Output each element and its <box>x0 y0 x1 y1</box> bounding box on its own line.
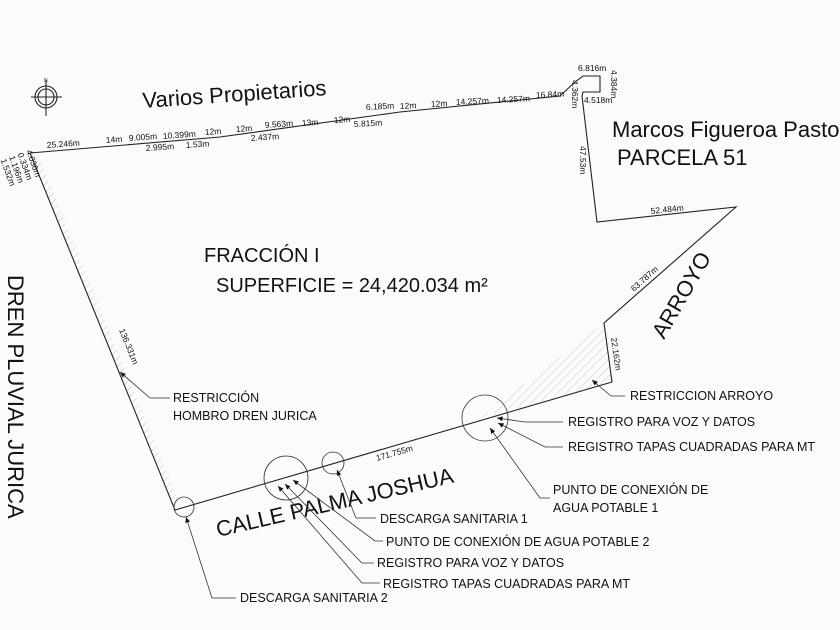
neighbor-west: DREN PLUVIAL JURICA <box>3 275 28 519</box>
callout-tapas-mt-2: REGISTRO TAPAS CUADRADAS PARA MT <box>383 577 630 591</box>
dim-label: 12m <box>431 98 448 109</box>
dim-label: 52.484m <box>650 203 684 216</box>
dim-label: 13m <box>301 117 318 128</box>
callout-agua-potable-1: PUNTO DE CONEXIÓN DE <box>553 482 708 497</box>
dim-label: 47.53m <box>578 146 588 174</box>
neighbor-east-parcel: PARCELA 51 <box>617 145 747 170</box>
dim-label: 14m <box>105 134 122 145</box>
callout-agua-potable-2: PUNTO DE CONEXIÓN DE AGUA POTABLE 2 <box>386 534 650 549</box>
dim-label: 14.257m <box>456 95 490 107</box>
north-label: N <box>44 78 48 84</box>
descarga-sanitaria-2-marker <box>173 496 195 518</box>
dim-label: 2.995m <box>145 141 174 153</box>
dim-label: 5.815m <box>354 118 383 129</box>
callout-leaders <box>119 371 625 599</box>
dim-label: 9.005m <box>128 131 157 143</box>
restriction-dren-hatch <box>30 153 180 510</box>
agua-potable-2-marker <box>263 455 309 501</box>
descarga-sanitaria-1-marker <box>321 451 345 475</box>
callout-voz-datos-1: REGISTRO PARA VOZ Y DATOS <box>568 415 755 429</box>
callout-restriccion-dren: RESTRICCIÓN <box>173 390 259 405</box>
callout-voz-datos-2: REGISTRO PARA VOZ Y DATOS <box>377 556 564 570</box>
dim-label: 2.437m <box>250 131 279 143</box>
restriction-arroyo-hatch <box>480 323 612 418</box>
callout-agua-potable-1-line2: AGUA POTABLE 1 <box>553 501 658 515</box>
dim-label: 4.384m <box>609 70 619 98</box>
top-dimensions: 25.246m 14m 9.005m 10.399m 12m 12m 9.563… <box>46 89 564 153</box>
fraction-title: FRACCIÓN I <box>204 244 320 267</box>
callout-descarga-sanitaria-2: DESCARGA SANITARIA 2 <box>240 591 388 605</box>
neighbor-south: CALLE PALMA JOSHUA <box>214 463 457 542</box>
property-boundary <box>29 75 738 511</box>
dim-label: 25.246m <box>46 138 80 150</box>
north-arrow-icon: N <box>31 78 62 116</box>
neighbor-north: Varios Propietarios <box>142 75 328 113</box>
dim-label: 6.816m <box>578 63 606 73</box>
dim-label: 16.84m <box>536 89 565 100</box>
dim-label: 6.185m <box>366 101 395 112</box>
dim-label: 4.518m <box>584 95 612 105</box>
dim-label: 9.563m <box>264 118 293 130</box>
dim-label: 1.53m <box>185 138 209 150</box>
neighbor-east-owner: Marcos Figueroa Pastor <box>612 117 840 142</box>
agua-potable-1-marker <box>461 394 509 442</box>
dim-label: 14.257m <box>497 93 531 105</box>
area-label: SUPERFICIE = 24,420.034 m² <box>216 275 488 297</box>
callout-tapas-mt-1: REGISTRO TAPAS CUADRADAS PARA MT <box>568 440 815 454</box>
callout-hombro-dren: HOMBRO DREN JURICA <box>173 409 317 423</box>
neighbor-southeast: ARROYO <box>647 247 716 342</box>
dim-label: 12m <box>235 123 252 134</box>
dim-label: 10.399m <box>162 129 196 141</box>
callout-descarga-sanitaria-1: DESCARGA SANITARIA 1 <box>380 512 528 526</box>
dim-label: 22.162m <box>609 337 624 371</box>
dim-label: 12m <box>333 114 350 125</box>
dim-label: 12m <box>204 126 221 137</box>
callout-restriccion-arroyo: RESTRICCION ARROYO <box>630 389 773 403</box>
dim-label: 4.362m <box>570 80 580 108</box>
dim-label: 12m <box>400 100 417 111</box>
